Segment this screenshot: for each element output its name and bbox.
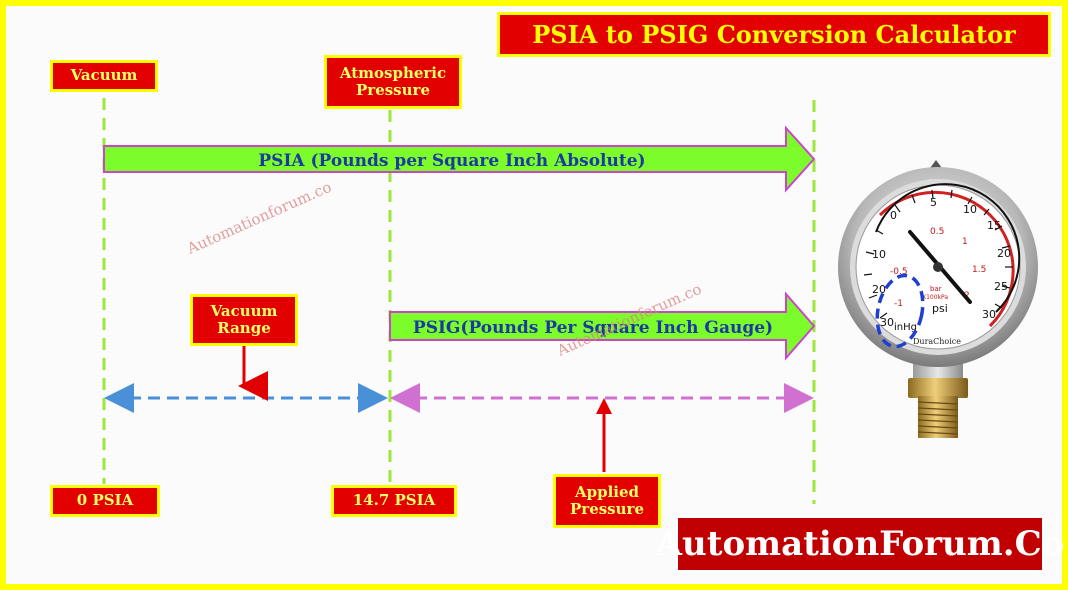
gauge-psi-10: 10 bbox=[963, 203, 977, 216]
vacuum-label: Vacuum bbox=[50, 60, 158, 92]
pressure-gauge-image: 0 5 10 15 20 25 30 0.5 1 1.5 2 10 20 30 … bbox=[838, 160, 1038, 438]
atm-psia-label: 14.7 PSIA bbox=[331, 485, 457, 517]
gauge-psi-20: 20 bbox=[997, 247, 1011, 260]
watermark-1: Automationforum.co bbox=[183, 178, 334, 258]
gauge-black-arc bbox=[875, 183, 1021, 313]
gauge-vac-20: 20 bbox=[872, 283, 886, 296]
psia-arrow-label: PSIA (Pounds per Square Inch Absolute) bbox=[258, 151, 645, 171]
gauge-psi-25: 25 bbox=[994, 280, 1008, 293]
gauge-unit-bar: bar bbox=[930, 285, 942, 293]
gauge-fill-plug bbox=[930, 160, 942, 168]
gauge-thread-lines bbox=[917, 401, 959, 435]
gauge-psi-15: 15 bbox=[987, 219, 1001, 232]
gauge-bar-15: 1.5 bbox=[972, 265, 986, 275]
gauge-vac-bar-05: -0.5 bbox=[890, 267, 908, 277]
psig-arrow-label: PSIG(Pounds Per Square Inch Gauge) bbox=[413, 318, 773, 338]
applied-pressure-label: Applied Pressure bbox=[553, 474, 661, 528]
gauge-bar-05: 0.5 bbox=[930, 227, 944, 237]
vacuum-range-label: Vacuum Range bbox=[190, 294, 298, 346]
gauge-vac-bar-1: -1 bbox=[894, 299, 903, 309]
gauge-psi-5: 5 bbox=[930, 196, 937, 209]
gauge-hex bbox=[908, 378, 968, 398]
page-title: PSIA to PSIG Conversion Calculator bbox=[497, 12, 1051, 57]
gauge-psi-30: 30 bbox=[982, 308, 996, 321]
atmospheric-pressure-label: Atmospheric Pressure bbox=[324, 55, 462, 109]
brand-logo: AutomationForum.Co bbox=[656, 516, 1064, 572]
zero-psia-label: 0 PSIA bbox=[50, 485, 160, 517]
gauge-unit-bar-sub: X100kPa bbox=[922, 294, 948, 301]
psia-arrow bbox=[103, 125, 816, 193]
gauge-ticks bbox=[863, 189, 1013, 319]
gauge-needle-hub bbox=[933, 262, 943, 272]
gauge-unit-psi: psi bbox=[932, 302, 948, 315]
psig-arrow bbox=[389, 291, 816, 361]
applied-pressure-pointer-head bbox=[596, 398, 612, 414]
gauge-maker: DuraChoice bbox=[913, 337, 961, 346]
gauge-bar-1: 1 bbox=[962, 237, 968, 247]
gauge-vacuum-highlight bbox=[875, 273, 925, 349]
gauge-vac-30: 30 bbox=[880, 316, 894, 329]
gauge-vac-10: 10 bbox=[872, 248, 886, 261]
gauge-unit-inhg: inHg bbox=[894, 322, 917, 333]
gauge-psi-0: 0 bbox=[890, 209, 897, 222]
